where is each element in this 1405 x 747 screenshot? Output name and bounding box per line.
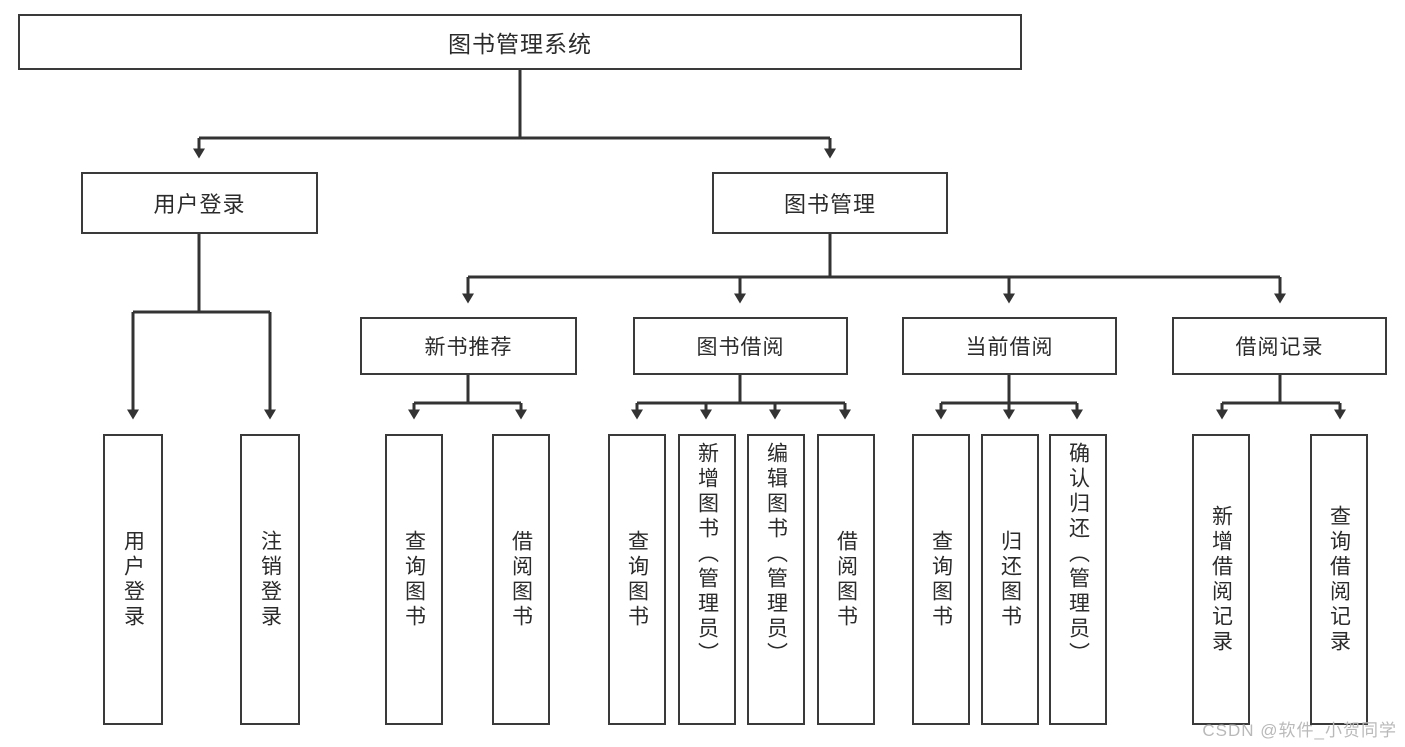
node-book-manage-label: 图书管理	[783, 192, 876, 217]
leaf-borrow-book-1-label: 借阅图书	[509, 529, 533, 630]
leaf-query-book-3-label: 查询图书	[929, 529, 953, 630]
node-current-borrow-label: 当前借阅	[965, 336, 1054, 359]
leaf-borrow-book-2-label: 借阅图书	[834, 529, 858, 630]
node-book-borrow-label: 图书借阅	[696, 336, 785, 359]
leaf-logout-label: 注销登录	[258, 529, 282, 630]
leaf-query-book-2-label: 查询图书	[625, 529, 649, 630]
leaf-query-book-3[interactable]: 查询图书	[912, 434, 970, 725]
node-root-label: 图书管理系统	[448, 31, 592, 57]
node-user-login-label: 用户登录	[153, 192, 246, 217]
leaf-user-login[interactable]: 用户登录	[103, 434, 163, 725]
node-borrow-record-label: 借阅记录	[1235, 336, 1324, 359]
leaf-edit-book[interactable]: 编辑图书（管理员）	[747, 434, 805, 725]
leaf-confirm-return-label: 确认归还（管理员）	[1066, 442, 1090, 667]
leaf-return-book-label: 归还图书	[998, 529, 1022, 630]
leaf-logout[interactable]: 注销登录	[240, 434, 300, 725]
leaf-query-book-2[interactable]: 查询图书	[608, 434, 666, 725]
node-root[interactable]: 图书管理系统	[18, 14, 1022, 70]
node-borrow-record[interactable]: 借阅记录	[1172, 317, 1387, 375]
leaf-query-record-label: 查询借阅记录	[1327, 504, 1351, 655]
leaf-return-book[interactable]: 归还图书	[981, 434, 1039, 725]
leaf-query-book-1-label: 查询图书	[402, 529, 426, 630]
node-new-book-recommend-label: 新书推荐	[424, 336, 513, 359]
leaf-query-book-1[interactable]: 查询图书	[385, 434, 443, 725]
leaf-edit-book-label: 编辑图书（管理员）	[764, 442, 788, 667]
node-book-manage[interactable]: 图书管理	[712, 172, 948, 234]
leaf-add-book-label: 新增图书（管理员）	[695, 442, 719, 667]
node-current-borrow[interactable]: 当前借阅	[902, 317, 1117, 375]
leaf-borrow-book-2[interactable]: 借阅图书	[817, 434, 875, 725]
leaf-add-record[interactable]: 新增借阅记录	[1192, 434, 1250, 725]
leaf-add-record-label: 新增借阅记录	[1209, 504, 1233, 655]
leaf-add-book[interactable]: 新增图书（管理员）	[678, 434, 736, 725]
leaf-query-record[interactable]: 查询借阅记录	[1310, 434, 1368, 725]
node-new-book-recommend[interactable]: 新书推荐	[360, 317, 577, 375]
leaf-borrow-book-1[interactable]: 借阅图书	[492, 434, 550, 725]
leaf-user-login-label: 用户登录	[121, 529, 145, 630]
watermark-text: CSDN @软件_小贺同学	[1202, 721, 1397, 740]
leaf-confirm-return[interactable]: 确认归还（管理员）	[1049, 434, 1107, 725]
node-book-borrow[interactable]: 图书借阅	[633, 317, 848, 375]
node-user-login[interactable]: 用户登录	[81, 172, 318, 234]
